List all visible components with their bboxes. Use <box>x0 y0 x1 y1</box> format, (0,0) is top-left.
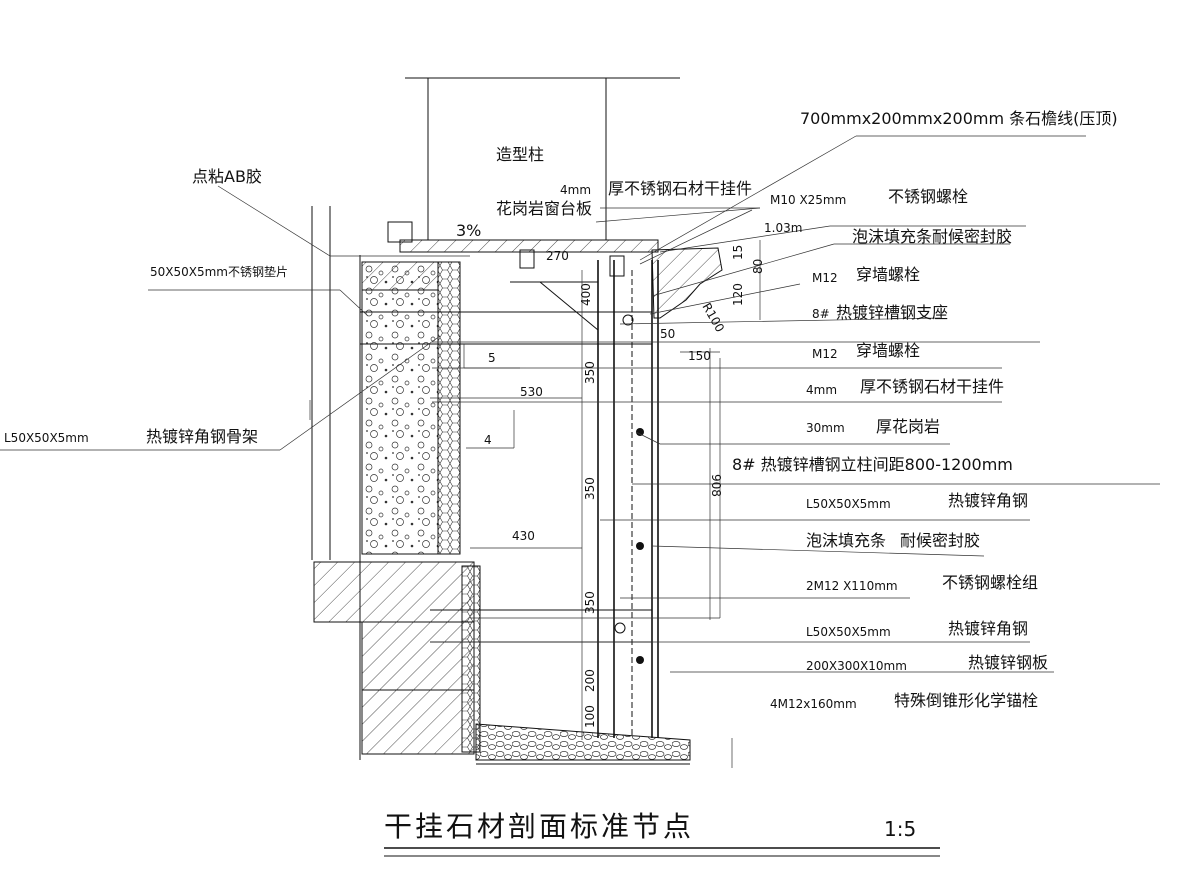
label-granite-sill: 花岗岩窗台板 <box>496 199 592 218</box>
label-bolt-m10-name: 不锈钢螺栓 <box>888 187 968 206</box>
label-channel-support-a: 8# <box>812 307 830 321</box>
label-m12-a-name: 穿墙螺栓 <box>856 265 920 284</box>
dim-200: 200 <box>583 669 597 692</box>
dim-350-c: 350 <box>583 591 597 614</box>
dim-350-b: 350 <box>583 477 597 500</box>
dim-80: 80 <box>751 259 765 274</box>
label-plate-a: 200X300X10mm <box>806 659 907 673</box>
label-m12-a: M12 <box>812 271 838 285</box>
label-bolts-2m12-b: 不锈钢螺栓组 <box>942 573 1038 592</box>
sill-and-coping <box>387 221 723 319</box>
label-foam-seal-mid-a: 泡沫填充条 <box>806 531 886 550</box>
dim-270: 270 <box>546 249 569 263</box>
label-m12-b-name: 穿墙螺栓 <box>856 341 920 360</box>
label-angle2-a: L50X50X5mm <box>806 497 891 511</box>
label-angle3-a: L50X50X5mm <box>806 625 891 639</box>
label-anchor-b: 特殊倒锥形化学锚栓 <box>894 691 1038 710</box>
label-bolts-2m12-a: 2M12 X110mm <box>806 579 898 593</box>
dim-50: 50 <box>660 327 675 341</box>
leader-lines <box>0 135 1160 673</box>
dim-120: 120 <box>731 283 745 306</box>
dim-5: 5 <box>488 351 496 365</box>
label-bracket-4mm-a: 4mm <box>560 183 591 197</box>
label-top-stone: 700mmx200mmx200mm 条石檐线(压顶) <box>800 109 1118 128</box>
label-channel-support-b: 热镀锌槽钢支座 <box>836 303 948 322</box>
annotation-labels: 700mmx200mmx200mm 条石檐线(压顶) 点粘AB胶 造型柱 4mm… <box>4 109 1118 711</box>
dim-530: 530 <box>520 385 543 399</box>
dim-350-a: 350 <box>583 361 597 384</box>
label-angle-left-a: L50X50X5mm <box>4 431 89 445</box>
label-granite30-a: 30mm <box>806 421 845 435</box>
dim-430: 430 <box>512 529 535 543</box>
label-angle2-b: 热镀锌角钢 <box>948 491 1028 510</box>
dim-15: 15 <box>731 245 745 260</box>
label-channel-col: 8# 热镀锌槽钢立柱间距800-1200mm <box>732 455 1013 474</box>
label-ss-pad: 50X50X5mm不锈钢垫片 <box>150 264 288 279</box>
dimension-lines <box>309 240 761 768</box>
label-plate-b: 热镀锌钢板 <box>968 653 1048 672</box>
cladding-frame <box>360 260 659 738</box>
drawing-title: 干挂石材剖面标准节点 <box>384 810 694 843</box>
label-ab-glue: 点粘AB胶 <box>192 167 262 186</box>
label-angle-left-b: 热镀锌角钢骨架 <box>146 427 258 446</box>
label-bracket-4mm-b: 厚不锈钢石材干挂件 <box>608 179 752 198</box>
label-bracket2-b: 厚不锈钢石材干挂件 <box>860 377 1004 396</box>
dim-908: 908 <box>709 474 723 497</box>
label-shaped-column: 造型柱 <box>496 145 544 164</box>
wall-structure <box>311 77 691 765</box>
dim-150: 150 <box>688 349 711 363</box>
label-m12-b: M12 <box>812 347 838 361</box>
label-angle3-b: 热镀锌角钢 <box>948 619 1028 638</box>
dim-400: 400 <box>579 283 593 306</box>
label-slope: 3% <box>456 221 481 240</box>
dimension-texts: 270 400 15 80 120 R100 50 150 5 530 350 … <box>484 245 765 728</box>
label-foam-seal-mid-b: 耐候密封胶 <box>900 531 980 550</box>
label-foam-seal-top: 泡沫填充条耐候密封胶 <box>852 227 1012 246</box>
dim-100: 100 <box>583 705 597 728</box>
title-block: 干挂石材剖面标准节点 1:5 <box>384 810 940 857</box>
label-anchor-a: 4M12x160mm <box>770 697 857 711</box>
drawing-scale: 1:5 <box>884 817 916 841</box>
dim-r100: R100 <box>699 301 727 335</box>
label-bolt-m10: M10 X25mm <box>770 193 846 207</box>
label-bracket2-a: 4mm <box>806 383 837 397</box>
label-level-103: 1.03m <box>764 221 802 235</box>
label-granite30-b: 厚花岗岩 <box>876 417 940 436</box>
dim-4: 4 <box>484 433 492 447</box>
